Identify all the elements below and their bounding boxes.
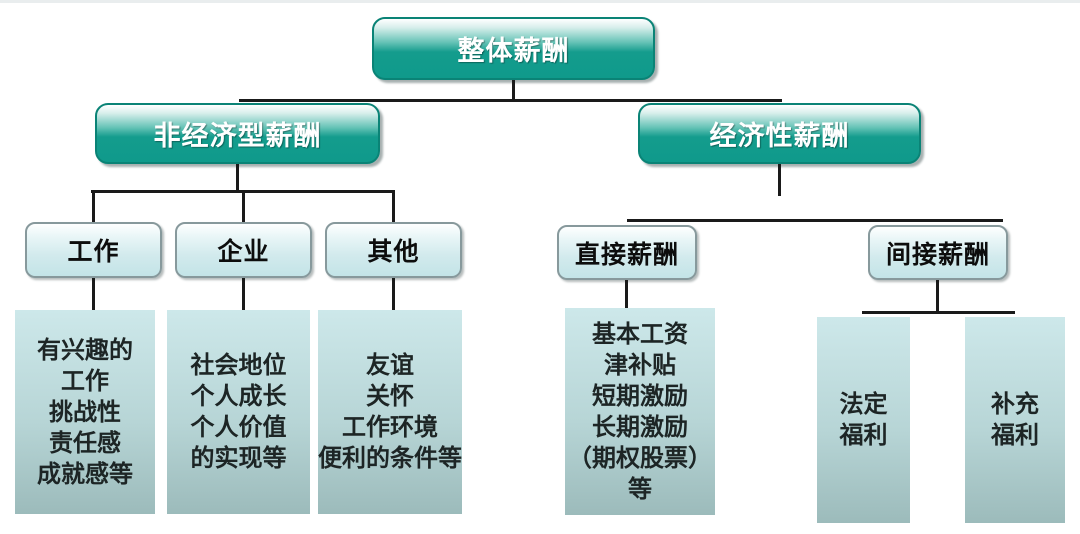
panel-statutory-benefits: 法定 福利 bbox=[817, 317, 910, 523]
connector-line bbox=[392, 192, 395, 222]
node-non-economic-compensation: 非经济型薪酬 bbox=[95, 103, 380, 164]
node-work: 工作 bbox=[25, 222, 162, 278]
node-enterprise-label: 企业 bbox=[217, 238, 270, 266]
node-direct-compensation-label: 直接薪酬 bbox=[574, 240, 679, 269]
node-enterprise: 企业 bbox=[175, 222, 312, 278]
connector-line bbox=[239, 99, 782, 102]
connector-line bbox=[936, 280, 939, 313]
node-other-label: 其他 bbox=[367, 238, 420, 266]
connector-line bbox=[92, 192, 95, 222]
connector-line bbox=[91, 190, 395, 193]
connector-line bbox=[778, 164, 781, 196]
connector-line bbox=[625, 280, 628, 308]
node-economic-compensation-label: 经济性薪酬 bbox=[709, 121, 850, 151]
node-non-economic-compensation-label: 非经济型薪酬 bbox=[153, 121, 322, 151]
node-total-compensation-label: 整体薪酬 bbox=[457, 36, 570, 66]
panel-supplementary-benefits: 补充 福利 bbox=[965, 317, 1065, 523]
node-other: 其他 bbox=[325, 222, 462, 278]
node-indirect-compensation: 间接薪酬 bbox=[868, 225, 1008, 280]
node-indirect-compensation-label: 间接薪酬 bbox=[885, 240, 990, 269]
node-economic-compensation: 经济性薪酬 bbox=[638, 103, 921, 164]
connector-line bbox=[392, 278, 395, 310]
node-direct-compensation: 直接薪酬 bbox=[557, 225, 697, 280]
node-work-label: 工作 bbox=[67, 238, 120, 266]
panel-other-detail: 友谊 关怀 工作环境 便利的条件等 bbox=[318, 310, 462, 514]
connector-line bbox=[242, 278, 245, 310]
node-total-compensation: 整体薪酬 bbox=[372, 17, 655, 80]
connector-line bbox=[627, 219, 1003, 222]
panel-work-detail: 有兴趣的 工作 挑战性 责任感 成就感等 bbox=[15, 310, 155, 514]
panel-enterprise-detail: 社会地位 个人成长 个人价值 的实现等 bbox=[167, 310, 310, 514]
connector-line bbox=[242, 192, 245, 222]
connector-line bbox=[512, 80, 515, 101]
connector-line bbox=[92, 278, 95, 310]
connector-line bbox=[862, 311, 1015, 314]
connector-line bbox=[236, 164, 239, 192]
panel-direct-compensation-detail: 基本工资 津补贴 短期激励 长期激励 （期权股票） 等 bbox=[565, 308, 715, 515]
top-edge-artifact bbox=[0, 0, 1080, 3]
